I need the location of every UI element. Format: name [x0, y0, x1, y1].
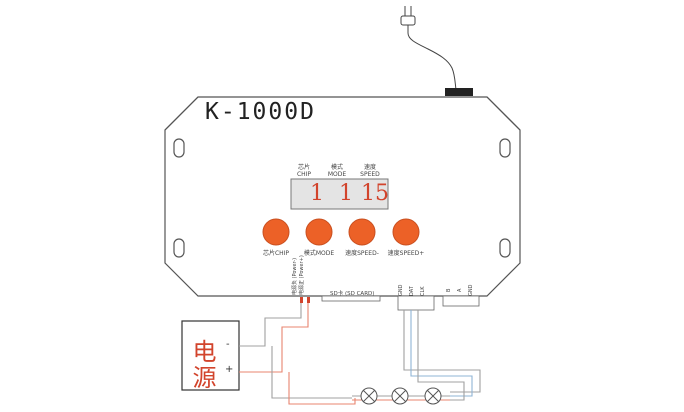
mode-button-label: 模式MODE: [303, 250, 335, 257]
button-circles: [262, 218, 420, 246]
output-connector: [397, 295, 435, 311]
chip-button-shape: [262, 218, 290, 246]
led-display: [290, 178, 389, 210]
power-terminals: [300, 297, 310, 303]
speed-minus-button-shape: [348, 218, 376, 246]
sd-card-label: SD卡 (SD CARD): [330, 291, 375, 297]
power-supply-plus: +: [225, 364, 234, 375]
lamp-2: [391, 387, 409, 405]
power-supply-minus: -: [226, 339, 230, 350]
speed-minus-button-label: 速度SPEED-: [345, 250, 379, 257]
display-value-speed: 15: [361, 181, 389, 206]
aux-label-a: A: [457, 288, 463, 292]
device-title: K-1000D: [205, 99, 316, 125]
display-header-chip: 芯片 CHIP: [296, 164, 312, 178]
output-label-clk: CLK: [420, 286, 426, 296]
output-label-gnd: GND: [398, 284, 404, 296]
speed-plus-button-label: 速度SPEED+: [387, 250, 425, 257]
power-plug-icon: [400, 6, 457, 91]
aux-label-b: B: [446, 288, 452, 292]
led-lamps: [360, 387, 442, 405]
wiring: [239, 303, 481, 405]
power-plus-port-label: 电源正 (Power+): [299, 255, 305, 295]
display-value-chip: 1: [310, 181, 324, 206]
aux-connector: [442, 295, 480, 307]
lamp-1: [360, 387, 378, 405]
sd-card-slot: [321, 295, 381, 302]
output-label-dat: DAT: [409, 286, 415, 296]
power-supply-label: 电源: [188, 339, 216, 391]
chip-button-label: 芯片CHIP: [262, 250, 290, 257]
power-supply-box: [181, 320, 240, 391]
display-header-mode: 模式 MODE: [327, 164, 347, 178]
speed-plus-button-shape: [392, 218, 420, 246]
lamp-3: [424, 387, 442, 405]
power-minus-port-label: 电源负 (Power-): [292, 257, 298, 295]
aux-label-gnd: GND: [468, 284, 474, 296]
display-value-mode: 1: [339, 181, 353, 206]
cord-grommet: [445, 88, 473, 96]
display-header-speed: 速度 SPEED: [360, 164, 380, 178]
mode-button-shape: [305, 218, 333, 246]
